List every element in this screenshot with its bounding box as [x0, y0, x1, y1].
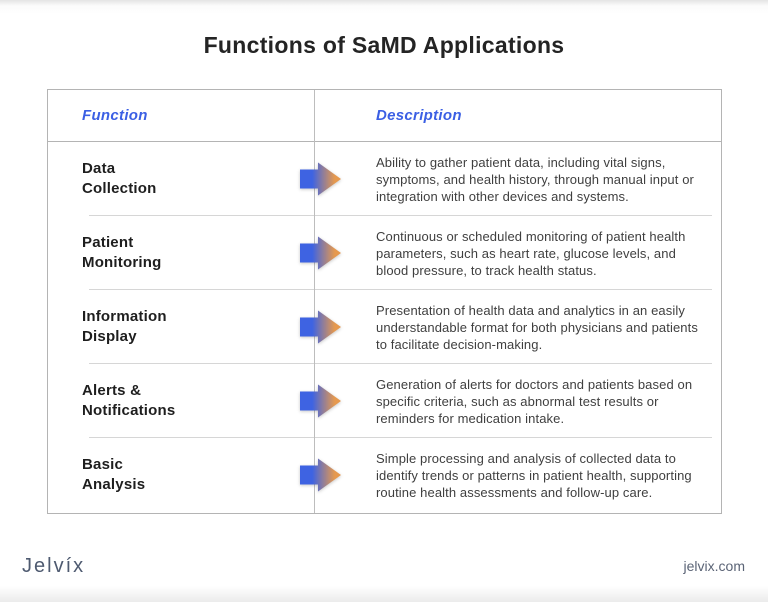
function-name: Patient Monitoring — [48, 233, 314, 273]
function-name-line1: Patient — [82, 234, 134, 251]
function-name-line1: Alerts & — [82, 382, 142, 399]
table-row-patient-monitoring: Patient Monitoring Continuous or schedul… — [48, 216, 721, 290]
function-description: Ability to gather patient data, includin… — [376, 154, 694, 204]
gradient-right-arrow-icon — [300, 384, 341, 418]
table-row-information-display: Information Display Presentation of heal… — [48, 290, 721, 364]
page-title: Functions of SaMD Applications — [203, 32, 565, 58]
gradient-right-arrow-icon — [300, 310, 341, 344]
gradient-right-arrow-icon — [300, 236, 341, 270]
function-description: Simple processing and analysis of collec… — [376, 450, 692, 500]
table-row-alerts-notifications: Alerts & Notifications Generation of ale… — [48, 364, 721, 438]
page-bottom-edge-shading — [0, 586, 768, 602]
jelvix-website-link[interactable]: jelvix.com — [683, 558, 745, 574]
table-header-row: Function Description — [48, 90, 721, 142]
function-name-line2: Analysis — [82, 476, 146, 493]
table-row-data-collection: Data Collection Ability to gather patien… — [48, 142, 721, 216]
function-name-line2: Display — [82, 328, 137, 345]
function-name: Data Collection — [48, 159, 314, 199]
function-name-line1: Data — [82, 160, 116, 177]
samd-functions-table: Function Description Data Collection Abi… — [47, 89, 722, 514]
function-description: Generation of alerts for doctors and pat… — [376, 376, 693, 426]
function-name-line2: Collection — [82, 180, 157, 197]
function-description: Presentation of health data and analytic… — [376, 302, 698, 352]
function-name-line1: Information — [82, 308, 167, 325]
description-column-header: Description — [376, 107, 462, 124]
jelvix-logo: Jelvíx — [22, 555, 86, 577]
function-column-header: Function — [82, 107, 148, 124]
gradient-right-arrow-icon — [300, 162, 341, 196]
function-name-line1: Basic — [82, 456, 124, 473]
page-top-edge-shading — [0, 0, 768, 14]
function-name: Information Display — [48, 307, 314, 347]
column-divider-line — [314, 90, 315, 513]
function-name-line2: Monitoring — [82, 254, 162, 271]
function-name: Basic Analysis — [48, 455, 314, 495]
function-description: Continuous or scheduled monitoring of pa… — [376, 228, 686, 278]
gradient-right-arrow-icon — [300, 458, 341, 492]
table-row-basic-analysis: Basic Analysis Simple processing and ana… — [48, 438, 721, 512]
table-body: Data Collection Ability to gather patien… — [48, 142, 721, 512]
function-name: Alerts & Notifications — [48, 381, 314, 421]
function-name-line2: Notifications — [82, 402, 176, 419]
